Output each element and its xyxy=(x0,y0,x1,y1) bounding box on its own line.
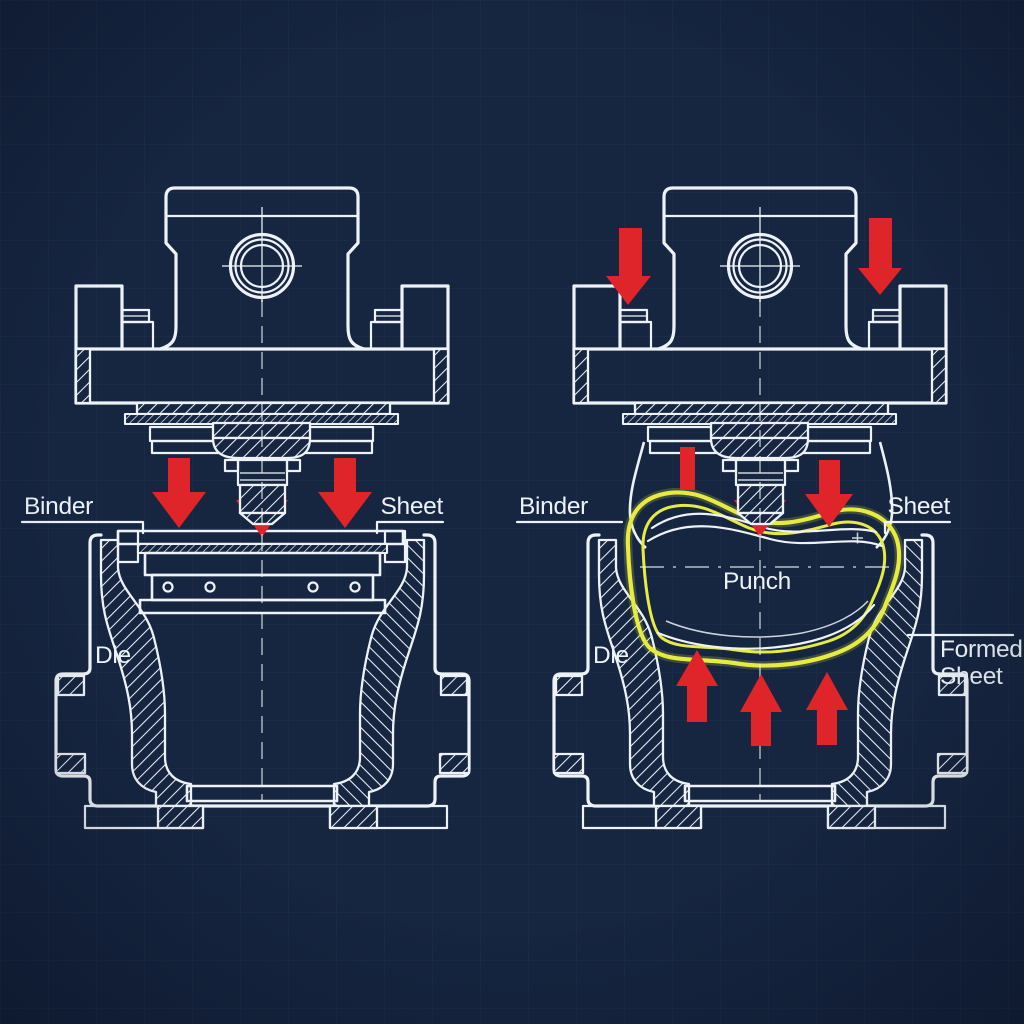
vignette-overlay xyxy=(0,0,1024,1024)
blueprint-stamping-diagram: Binder Sheet Die xyxy=(0,0,1024,1024)
blueprint-canvas: Binder Sheet Die xyxy=(0,0,1024,1024)
